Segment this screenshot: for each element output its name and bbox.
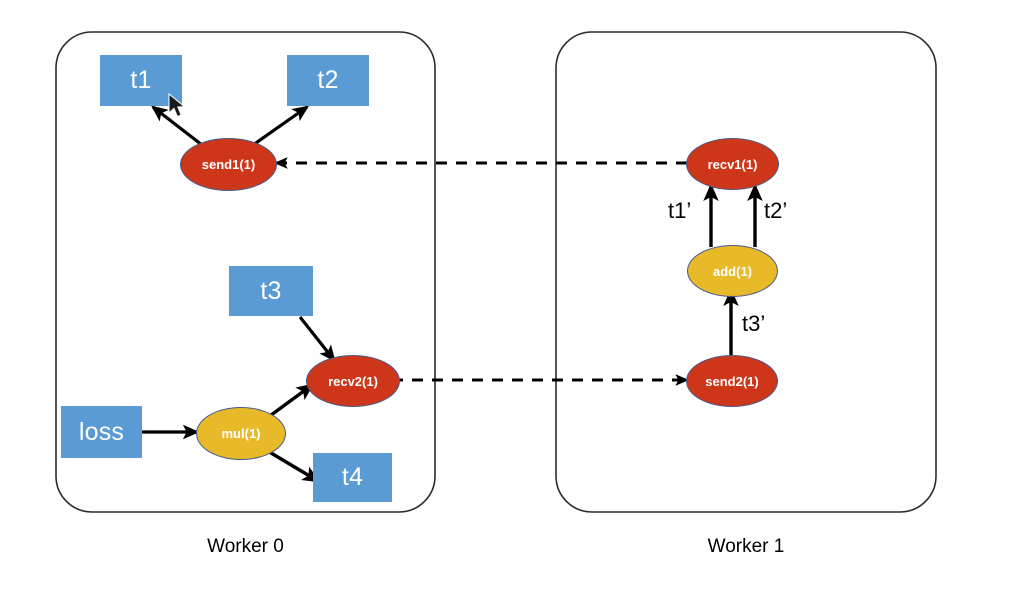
node-box-loss[interactable]: loss — [61, 406, 142, 458]
node-label-t1: t1 — [130, 66, 152, 94]
node-ellipse-mul[interactable]: mul(1) — [196, 407, 286, 460]
node-ellipse-recv2[interactable]: recv2(1) — [306, 355, 400, 407]
edge-send1-to-t2 — [252, 105, 310, 147]
worker-label-0: Worker 0 — [207, 536, 284, 557]
node-label-recv2: recv2(1) — [328, 373, 378, 389]
node-box-t2[interactable]: t2 — [287, 55, 369, 106]
node-label-loss: loss — [78, 417, 125, 446]
node-label-send1: send1(1) — [201, 157, 256, 172]
edge-t3-to-recv2 — [298, 316, 336, 362]
node-box-t1[interactable]: t1 — [100, 55, 182, 106]
node-label-add: add(1) — [713, 263, 752, 279]
node-ellipse-recv1[interactable]: recv1(1) — [686, 138, 779, 190]
node-label-send2: send2(1) — [705, 373, 759, 389]
edge-send1-to-t1 — [151, 105, 203, 147]
node-label-t2: t2 — [317, 66, 339, 94]
node-ellipse-send2[interactable]: send2(1) — [686, 355, 778, 407]
node-label-t4: t4 — [341, 463, 364, 491]
edge-label-t2-prime: t2’ — [764, 198, 788, 223]
edge-label-t3-prime: t3’ — [742, 311, 766, 336]
node-label-mul: mul(1) — [221, 426, 261, 441]
node-ellipse-add[interactable]: add(1) — [687, 245, 778, 297]
edge-label-t1-prime: t1’ — [668, 198, 692, 223]
node-label-t3: t3 — [260, 276, 282, 305]
node-box-t4[interactable]: t4 — [313, 453, 392, 502]
node-ellipse-send1[interactable]: send1(1) — [180, 138, 277, 191]
worker-label-1: Worker 1 — [707, 536, 785, 557]
node-label-recv1: recv1(1) — [707, 156, 758, 172]
panel-worker1 — [555, 31, 937, 513]
node-box-t3[interactable]: t3 — [229, 266, 313, 316]
panel-worker0 — [55, 31, 436, 513]
